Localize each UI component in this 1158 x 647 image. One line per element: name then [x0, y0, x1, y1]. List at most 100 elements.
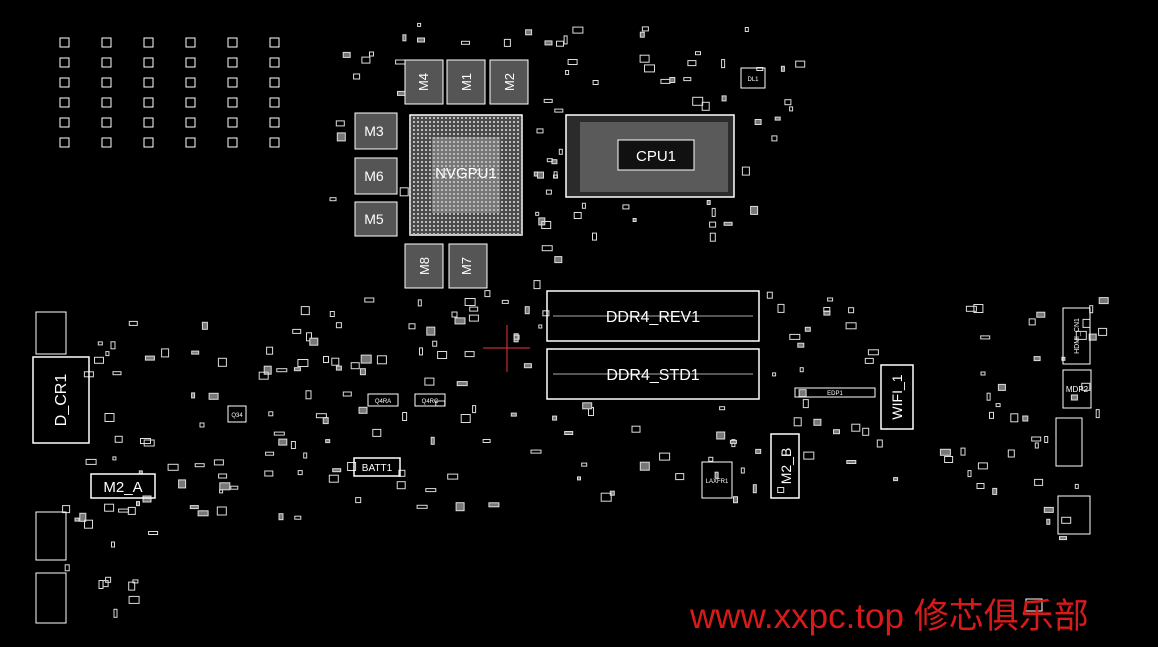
- edp-connector[interactable]: EDP1: [794, 387, 876, 398]
- smd-part: [538, 324, 543, 329]
- smd-part: [447, 473, 459, 480]
- smd-part: [533, 280, 541, 290]
- vram-m1[interactable]: M1: [446, 59, 486, 105]
- smd-part: [194, 463, 205, 468]
- vram-m7[interactable]: M7: [448, 243, 488, 289]
- smd-part: [464, 351, 475, 358]
- smd-part: [292, 328, 302, 334]
- smd-part: [84, 519, 93, 529]
- smd-part: [335, 120, 345, 127]
- test-pad: [59, 57, 70, 68]
- hdmi-connector[interactable]: HDMI_CN1: [1062, 307, 1091, 365]
- smd-part: [1059, 536, 1067, 541]
- vram-m6[interactable]: M6: [354, 157, 398, 195]
- smd-part: [973, 304, 984, 313]
- smd-part: [353, 73, 361, 80]
- smd-part: [273, 431, 285, 436]
- smd-part: [417, 22, 422, 27]
- vram-m3[interactable]: M3: [354, 112, 398, 150]
- smd-part: [709, 232, 716, 242]
- test-pad: [269, 137, 280, 148]
- smd-part: [136, 501, 140, 507]
- smd-part: [197, 510, 209, 517]
- smd-part: [780, 65, 785, 72]
- smd-part: [813, 418, 822, 426]
- dl1-chip[interactable]: DL1: [740, 67, 766, 89]
- smd-part: [777, 487, 785, 493]
- smd-part: [986, 392, 991, 401]
- q34-chip[interactable]: Q34: [227, 405, 247, 423]
- gpu-chip[interactable]: NVGPU1: [409, 114, 523, 236]
- smd-part: [268, 411, 274, 417]
- mdp-connector[interactable]: MDP2: [1062, 369, 1092, 409]
- smd-part: [105, 576, 112, 583]
- smd-part: [554, 256, 563, 264]
- smd-part: [683, 77, 692, 82]
- q4ra-chip[interactable]: Q4RA: [367, 393, 399, 407]
- smd-part: [669, 77, 676, 83]
- smd-part: [771, 135, 778, 142]
- smd-part: [469, 306, 479, 312]
- test-pad: [227, 57, 238, 68]
- smd-part: [347, 462, 357, 471]
- gpu-label: NVGPU1: [435, 165, 497, 182]
- svg-text:Q4RA: Q4RA: [375, 399, 391, 405]
- smd-part: [1061, 516, 1072, 524]
- laxfr1-chip[interactable]: LAXFR1: [701, 461, 733, 499]
- smd-part: [408, 323, 416, 330]
- smd-part: [750, 205, 759, 215]
- ddr4-rev-slot[interactable]: DDR4_REV1: [546, 290, 760, 342]
- smd-part: [342, 51, 351, 58]
- smd-part: [278, 438, 288, 446]
- svg-text:M6: M6: [364, 168, 384, 184]
- smd-part: [976, 483, 985, 489]
- d-cr1-connector[interactable]: D_CR1: [32, 356, 90, 444]
- test-pad: [59, 77, 70, 88]
- vram-m5[interactable]: M5: [354, 201, 398, 237]
- smd-part: [359, 368, 366, 376]
- smd-part: [372, 428, 382, 437]
- vram-m2[interactable]: M2: [489, 59, 529, 105]
- smd-part: [541, 245, 553, 252]
- smd-part: [524, 306, 530, 315]
- smd-part: [1033, 356, 1041, 362]
- smd-part: [358, 406, 368, 414]
- smd-part: [424, 377, 435, 386]
- q4rc-chip[interactable]: Q4RC: [414, 393, 446, 407]
- test-pad: [227, 37, 238, 48]
- smd-part: [556, 40, 564, 47]
- m2-a-slot[interactable]: M2_A: [90, 473, 156, 499]
- cpu-chip[interactable]: CPU1: [565, 114, 735, 198]
- smd-part: [329, 311, 335, 317]
- m2-b-slot[interactable]: M2_B: [770, 433, 800, 499]
- wifi-module[interactable]: WIFI_1: [880, 364, 914, 430]
- smd-part: [639, 31, 645, 38]
- smd-part: [582, 402, 593, 410]
- vram-m4[interactable]: M4: [404, 59, 444, 105]
- smd-part: [85, 458, 97, 465]
- test-pad: [269, 97, 280, 108]
- test-pad: [227, 97, 238, 108]
- smd-part: [980, 371, 986, 376]
- smd-part: [297, 470, 303, 476]
- svg-text:DL1: DL1: [747, 77, 759, 83]
- svg-text:M2_B: M2_B: [778, 448, 794, 485]
- smd-part: [315, 413, 327, 419]
- smd-part: [876, 439, 883, 448]
- ddr4-std-slot[interactable]: DDR4_STD1: [546, 348, 760, 400]
- smd-part: [112, 456, 117, 461]
- vram-m8[interactable]: M8: [404, 243, 444, 289]
- smd-part: [695, 51, 701, 56]
- smd-part: [336, 132, 346, 142]
- test-pad: [59, 97, 70, 108]
- smd-part: [468, 314, 479, 322]
- smd-part: [708, 456, 714, 462]
- smd-part: [980, 335, 991, 340]
- smd-part: [581, 462, 588, 467]
- smd-part: [335, 365, 342, 371]
- smd-part: [536, 128, 544, 134]
- smd-part: [687, 60, 697, 67]
- smd-part: [563, 35, 568, 45]
- smd-part: [350, 362, 360, 370]
- battery-connector[interactable]: BATT1: [353, 457, 401, 477]
